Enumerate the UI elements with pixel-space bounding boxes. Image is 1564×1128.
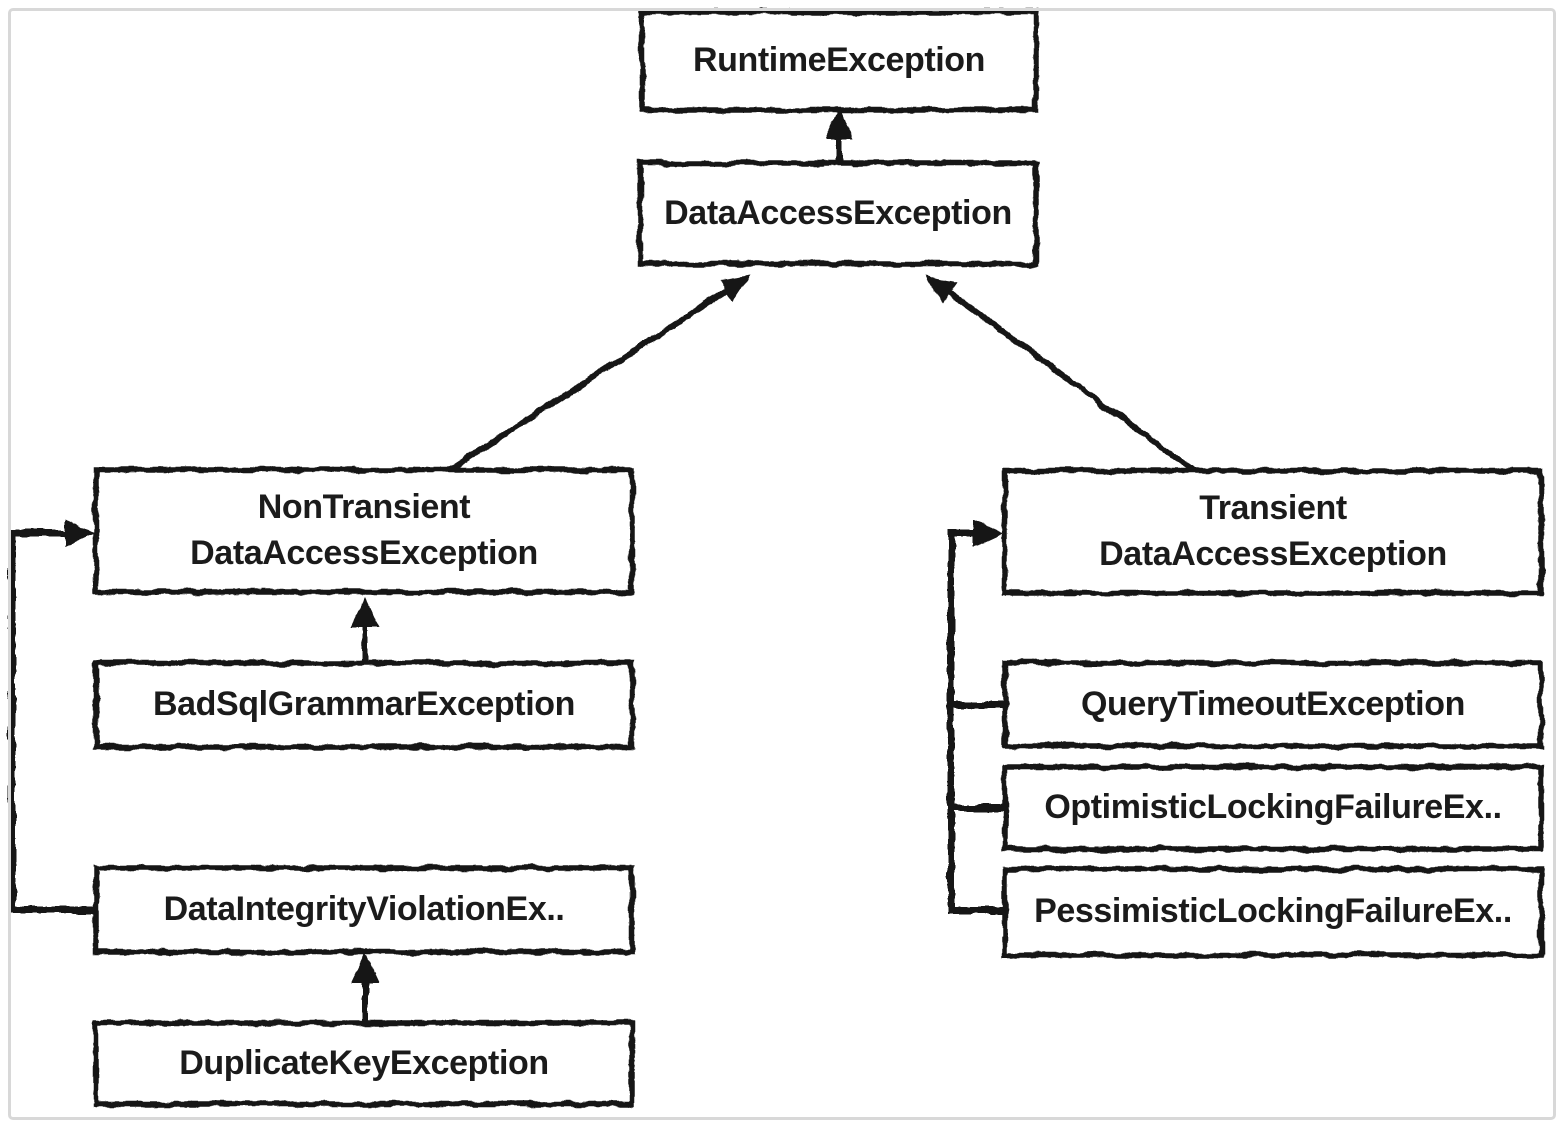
box-duplicate-key-exception [93,1020,635,1107]
arrowhead-right-nontransient [65,519,95,547]
box-transient-data-access-exception [1002,468,1544,596]
arrowhead-right-transient [973,519,1003,547]
arrow-transient-to-dataaccess-shaft [944,287,1195,473]
box-bad-sql-grammar-exception [93,660,635,750]
box-data-access-exception [637,160,1039,267]
connector-pessimistic-to-transient [947,529,1005,914]
box-runtime-exception [639,9,1039,113]
arrowhead-up-runtime [825,108,853,139]
arrowhead-up-dataintegrity [351,953,379,983]
arrow-nontransient-to-dataaccess-shaft [448,287,730,473]
arrowhead-diagonal-right [925,275,957,303]
arrowhead-diagonal-left [719,275,751,302]
box-data-integrity-violation-exception [93,865,635,955]
box-query-timeout-exception [1002,660,1544,749]
box-pessimistic-locking-failure-exception [1002,866,1544,958]
box-non-transient-data-access-exception [93,467,635,595]
arrowhead-up-nontransient [351,597,379,627]
box-optimistic-locking-failure-exception [1002,764,1544,852]
connector-dataintegrity-to-nontransient [8,529,96,914]
